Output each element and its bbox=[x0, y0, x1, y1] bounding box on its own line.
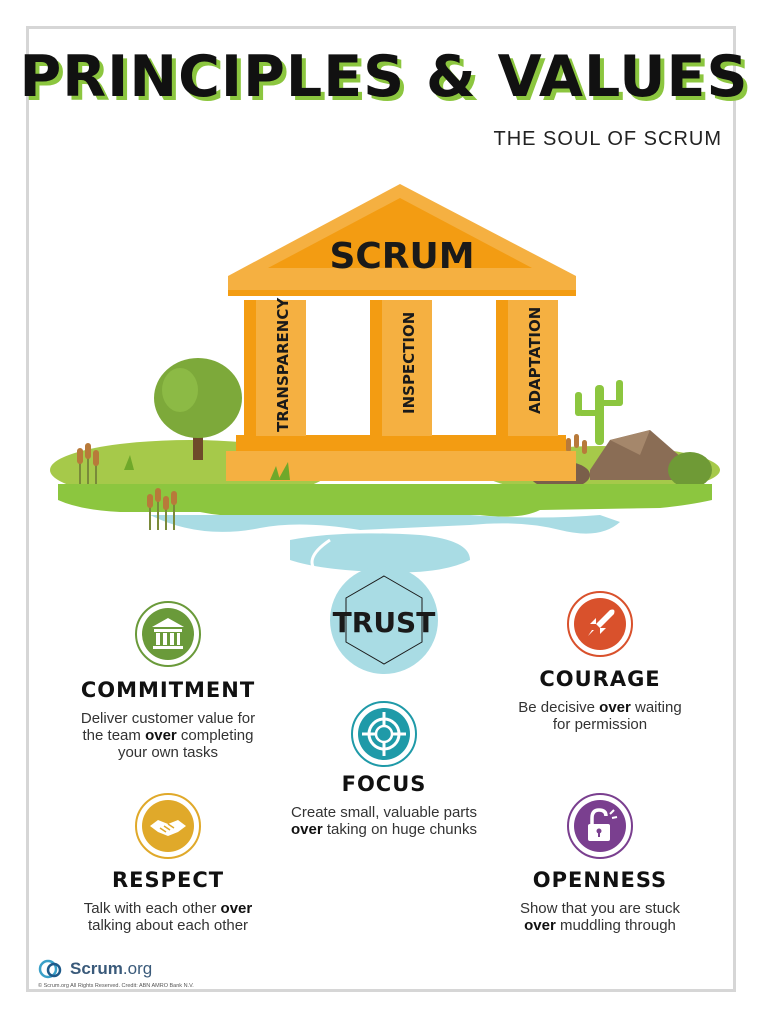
courage-title: COURAGE bbox=[539, 667, 661, 691]
copyright-text: © Scrum.org All Rights Reserved. Credit:… bbox=[38, 983, 194, 989]
respect-line1: Talk with each other over bbox=[58, 900, 278, 917]
courage-line2: for permission bbox=[552, 716, 648, 733]
pillar-label-inspection: INSPECTION bbox=[400, 312, 418, 414]
brand-main: Scrum bbox=[70, 959, 123, 978]
value-respect: RESPECT Talk with each other over talkin… bbox=[58, 868, 278, 934]
value-focus: FOCUS Create small, valuable parts over … bbox=[264, 772, 504, 838]
openness-line2: over muddling through bbox=[490, 917, 710, 934]
roof-label: SCRUM bbox=[329, 236, 474, 277]
commitment-line2-post: completing bbox=[176, 727, 254, 744]
reeds-bottom-heads bbox=[147, 488, 177, 510]
value-openness: OPENNESS Show that you are stuck over mu… bbox=[490, 868, 710, 934]
handshake-icon bbox=[135, 793, 201, 859]
rocket-icon bbox=[567, 591, 633, 657]
respect-line2: talking about each other bbox=[87, 917, 249, 934]
scrum-brand: Scrum.org bbox=[70, 959, 152, 979]
commitment-line2: the team over completing bbox=[58, 727, 278, 744]
cactus-right bbox=[575, 380, 623, 445]
focus-line1: Create small, valuable parts bbox=[291, 804, 477, 821]
focus-line2: over taking on huge chunks bbox=[264, 821, 504, 838]
pillar-transparency bbox=[244, 300, 306, 436]
temple-base-top bbox=[236, 435, 566, 451]
courage-line1-bold: over bbox=[599, 699, 631, 716]
commitment-line2-pre: the team bbox=[82, 727, 146, 744]
temple-roof-inner bbox=[268, 198, 532, 268]
water bbox=[150, 515, 620, 534]
focus-line2-post: taking on huge chunks bbox=[322, 821, 477, 838]
focus-description: Create small, valuable parts over taking… bbox=[264, 804, 504, 838]
scrum-logo-icon bbox=[38, 959, 62, 979]
pillar-adaptation bbox=[496, 300, 558, 436]
commitment-line1: Deliver customer value for bbox=[80, 710, 256, 727]
courage-line1-post: waiting bbox=[630, 699, 682, 716]
trust-label: TRUST bbox=[333, 606, 436, 639]
focus-title: FOCUS bbox=[341, 772, 427, 796]
respect-description: Talk with each other over talking about … bbox=[58, 900, 278, 934]
commitment-description: Deliver customer value for the team over… bbox=[58, 710, 278, 761]
commitment-line2-bold: over bbox=[145, 727, 177, 744]
openness-line2-post: muddling through bbox=[555, 917, 676, 934]
water-curve bbox=[310, 538, 331, 577]
brand-suffix: .org bbox=[122, 959, 153, 978]
temple-roof-beam-shade bbox=[228, 290, 576, 296]
courage-line1-pre: Be decisive bbox=[518, 699, 600, 716]
target-icon bbox=[351, 701, 417, 767]
respect-line1-pre: Talk with each other bbox=[83, 900, 221, 917]
temple-icon bbox=[135, 601, 201, 667]
openness-line1: Show that you are stuck bbox=[519, 900, 681, 917]
scrum-org-logo[interactable]: Scrum.org bbox=[38, 958, 152, 980]
grass-tufts bbox=[124, 455, 290, 480]
pillar-label-adaptation: ADAPTATION bbox=[526, 307, 544, 414]
pillar-inspection bbox=[370, 300, 432, 436]
water-lower bbox=[290, 533, 470, 573]
respect-line1-bold: over bbox=[220, 900, 253, 917]
poster-subtitle: THE SOUL OF SCRUM bbox=[493, 128, 722, 150]
trust-badge: TRUST bbox=[330, 566, 438, 674]
tree-left bbox=[154, 358, 242, 460]
value-courage: COURAGE Be decisive over waiting for per… bbox=[490, 667, 710, 733]
commitment-line3: your own tasks bbox=[117, 744, 219, 761]
focus-line2-bold: over bbox=[291, 821, 323, 838]
courage-description: Be decisive over waiting for permission bbox=[490, 699, 710, 733]
reeds-right bbox=[566, 434, 587, 454]
unlock-icon bbox=[567, 793, 633, 859]
grass-platform bbox=[58, 484, 712, 517]
openness-line2-bold: over bbox=[524, 917, 556, 934]
reeds-left-heads bbox=[77, 443, 99, 466]
poster-title: PRINCIPLES & VALUES bbox=[19, 44, 749, 110]
openness-description: Show that you are stuck over muddling th… bbox=[490, 900, 710, 934]
commitment-title: COMMITMENT bbox=[80, 678, 256, 702]
pillar-label-transparency: TRANSPARENCY bbox=[274, 297, 292, 432]
value-commitment: COMMITMENT Deliver customer value for th… bbox=[58, 678, 278, 761]
openness-title: OPENNESS bbox=[532, 868, 668, 892]
courage-line1: Be decisive over waiting bbox=[490, 699, 710, 716]
respect-title: RESPECT bbox=[111, 868, 225, 892]
